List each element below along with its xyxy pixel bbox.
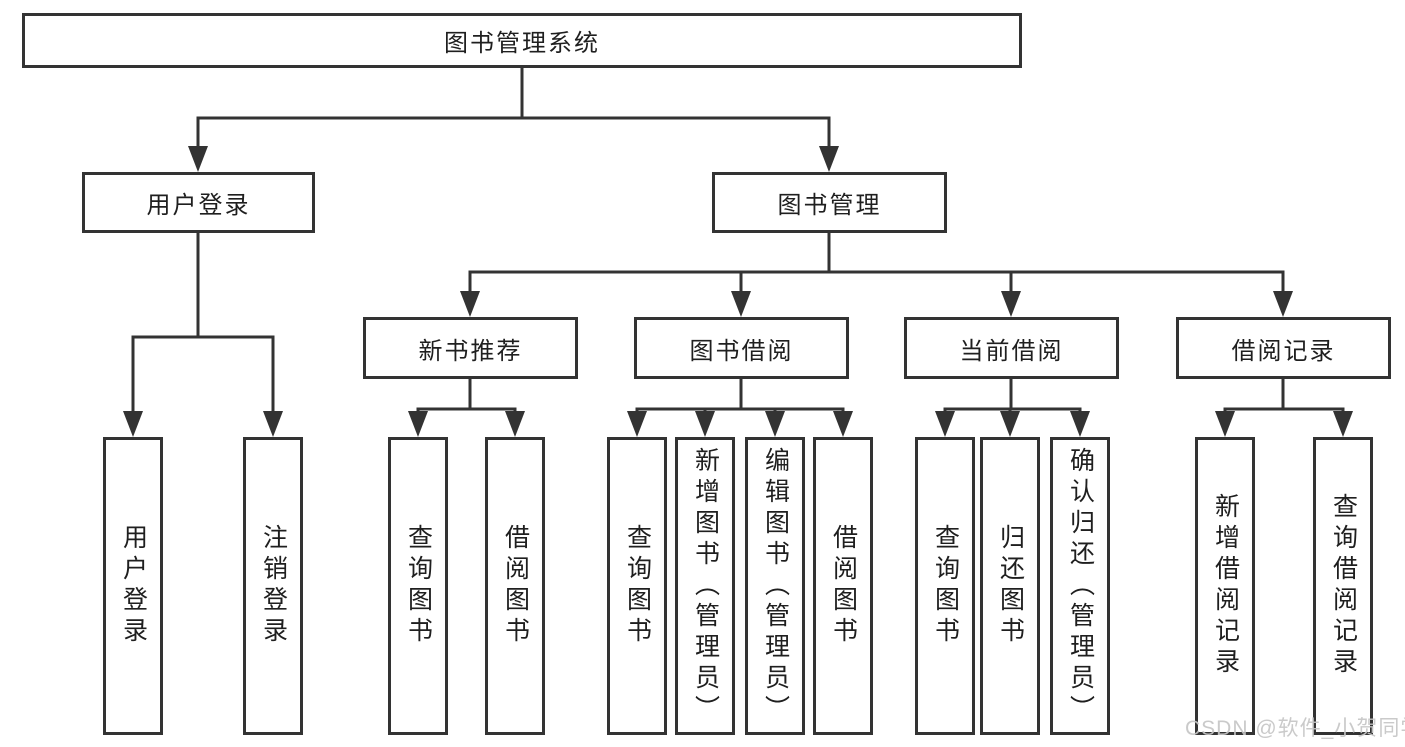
arrowhead xyxy=(460,291,480,317)
node-label: 图书借阅 xyxy=(689,337,794,365)
node-label: 新书推荐 xyxy=(418,337,523,365)
node-book-management: 图书管理 xyxy=(712,172,947,233)
connector-root-to-level2 xyxy=(196,68,831,168)
arrowhead xyxy=(505,411,525,437)
leaf-confirm-return-admin: 确认归还（管理员） xyxy=(1050,437,1110,735)
arrowhead xyxy=(408,411,428,437)
leaf-label: 查询图书 xyxy=(931,524,960,648)
arrowhead xyxy=(1215,411,1235,437)
connector-borrow-to-children xyxy=(635,379,845,433)
leaf-query-books-recommend: 查询图书 xyxy=(388,437,448,735)
leaf-label: 借阅图书 xyxy=(501,524,530,648)
arrowhead xyxy=(188,146,208,172)
arrowhead xyxy=(731,291,751,317)
arrowhead xyxy=(833,411,853,437)
leaf-borrow-books-recommend: 借阅图书 xyxy=(485,437,545,735)
connector-bookmgmt-to-level3 xyxy=(468,232,1285,313)
leaf-label: 借阅图书 xyxy=(829,524,858,648)
arrowhead xyxy=(695,411,715,437)
node-label: 用户登录 xyxy=(146,192,251,219)
leaf-label: 编辑图书（管理员） xyxy=(761,446,790,726)
node-new-book-recommendation: 新书推荐 xyxy=(363,317,578,379)
leaf-edit-books-admin: 编辑图书（管理员） xyxy=(745,437,805,735)
leaf-query-borrow-record: 查询借阅记录 xyxy=(1313,437,1373,735)
leaf-query-books-current: 查询图书 xyxy=(915,437,975,735)
node-label: 图书管理系统 xyxy=(444,30,600,57)
arrowhead xyxy=(263,411,283,437)
arrowhead xyxy=(1001,291,1021,317)
node-current-borrowing: 当前借阅 xyxy=(904,317,1119,379)
leaf-logout: 注销登录 xyxy=(243,437,303,735)
leaf-user-login: 用户登录 xyxy=(103,437,163,735)
arrowhead xyxy=(1000,411,1020,437)
node-borrowing-records: 借阅记录 xyxy=(1176,317,1391,379)
arrowhead xyxy=(1333,411,1353,437)
connector-records-to-children xyxy=(1223,379,1345,433)
connector-userlogin-to-children xyxy=(131,232,275,433)
node-label: 借阅记录 xyxy=(1231,337,1336,365)
arrowhead xyxy=(123,411,143,437)
arrowhead xyxy=(819,146,839,172)
arrowhead xyxy=(935,411,955,437)
leaf-add-books-admin: 新增图书（管理员） xyxy=(675,437,735,735)
node-user-login: 用户登录 xyxy=(82,172,315,233)
leaf-label: 新增图书（管理员） xyxy=(691,446,720,726)
leaf-label: 新增借阅记录 xyxy=(1211,493,1240,679)
leaf-label: 查询图书 xyxy=(623,524,652,648)
leaf-add-borrow-record: 新增借阅记录 xyxy=(1195,437,1255,735)
arrowhead xyxy=(627,411,647,437)
leaf-borrow-books: 借阅图书 xyxy=(813,437,873,735)
leaf-query-books-borrow: 查询图书 xyxy=(607,437,667,735)
arrowhead xyxy=(765,411,785,437)
node-book-borrowing: 图书借阅 xyxy=(634,317,849,379)
node-label: 当前借阅 xyxy=(959,337,1064,365)
connector-newbooks-to-children xyxy=(416,379,517,433)
leaf-label: 注销登录 xyxy=(259,524,288,648)
arrowhead xyxy=(1273,291,1293,317)
watermark: CSDN @软件_小贺同学 xyxy=(1185,717,1405,740)
node-library-system: 图书管理系统 xyxy=(22,13,1022,68)
node-label: 图书管理 xyxy=(777,192,882,219)
leaf-label: 查询借阅记录 xyxy=(1329,493,1358,679)
leaf-label: 归还图书 xyxy=(996,524,1025,648)
leaf-label: 用户登录 xyxy=(119,524,148,648)
leaf-label: 查询图书 xyxy=(404,524,433,648)
arrowhead xyxy=(1070,411,1090,437)
leaf-label: 确认归还（管理员） xyxy=(1066,446,1095,726)
leaf-return-books: 归还图书 xyxy=(980,437,1040,735)
